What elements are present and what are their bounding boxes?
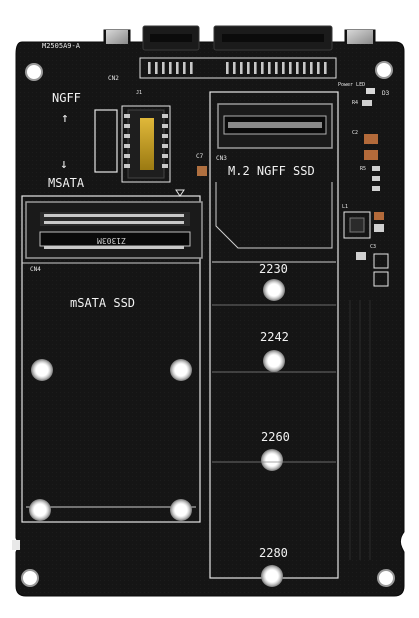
model-code-label: M2505A9-A — [42, 42, 81, 50]
sata-power-connector — [213, 25, 333, 51]
size-2260-label: 2260 — [261, 430, 290, 444]
r5-label: R5 — [360, 166, 366, 172]
size-2280-label: 2280 — [259, 546, 288, 560]
power-led-label: Power LED — [338, 82, 365, 88]
cn3-label: CN3 — [216, 155, 227, 162]
cn2-label: CN2 — [108, 75, 119, 82]
size-2242-label: 2242 — [260, 330, 289, 344]
sata-pins — [148, 62, 327, 74]
m2-standoff-2230: 2230 — [212, 262, 336, 306]
m2-drive-outline — [215, 182, 333, 249]
c2-label: C2 — [352, 130, 358, 136]
selector-switch — [121, 105, 171, 183]
right-components: R4 C2 R5 L1 C3 — [342, 100, 389, 287]
m2-standoff-2280: 2280 — [259, 546, 288, 587]
edge-screw — [12, 540, 20, 550]
msata-standoffs — [29, 359, 192, 521]
msata-slot-outline — [21, 195, 201, 523]
triangle-marker-icon — [175, 189, 185, 197]
cn4-label: CN4 — [30, 266, 41, 273]
arrow-up-icon: ↑ — [61, 111, 69, 126]
c3-label: C3 — [370, 244, 376, 250]
size-2230-label: 2230 — [259, 262, 288, 276]
msata-label: MSATA — [48, 176, 85, 190]
power-led — [366, 88, 375, 94]
edge-traces — [349, 300, 371, 560]
jumper-outline — [94, 109, 118, 173]
msata-slot-title: mSATA SSD — [70, 296, 135, 310]
m2-standoff-2260: 2260 — [212, 430, 336, 471]
j1-label: J1 — [136, 90, 142, 96]
c7-label: C7 — [196, 153, 204, 160]
capacitor-c7 — [197, 166, 207, 176]
arrow-down-icon: ↓ — [60, 157, 68, 172]
msata-connector — [25, 201, 203, 259]
sata-pin-outline — [139, 57, 337, 79]
corner-mount-holes — [21, 61, 395, 587]
d3-label: D3 — [382, 90, 390, 97]
m2-standoff-2242: 2242 — [212, 330, 336, 373]
ngff-label: NGFF — [52, 91, 81, 105]
r4-label: R4 — [352, 100, 358, 106]
m2-connector — [217, 103, 333, 149]
m2-slot-title: M.2 NGFF SSD — [228, 164, 315, 178]
msata-chip-marking: Z1303M — [97, 236, 126, 245]
l1-label: L1 — [342, 204, 348, 210]
sata-data-connector — [142, 25, 200, 51]
sata-metal-tabs — [106, 30, 373, 44]
